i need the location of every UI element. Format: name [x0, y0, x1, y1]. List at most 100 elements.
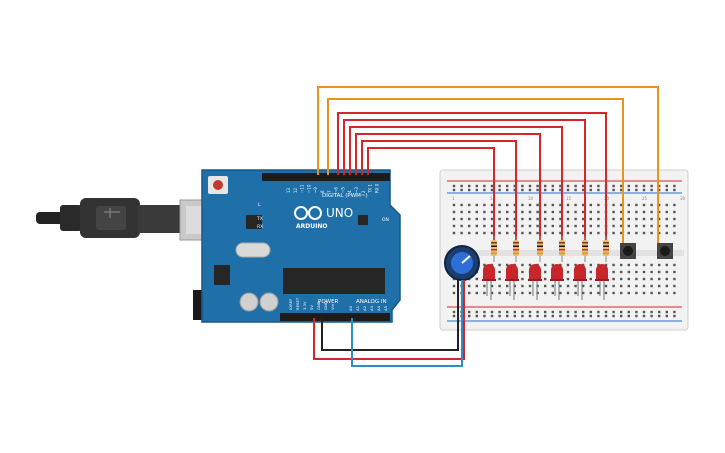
breadboard-hole[interactable]: [506, 284, 509, 288]
breadboard-hole[interactable]: [544, 270, 547, 274]
breadboard-hole[interactable]: [468, 188, 471, 192]
breadboard-hole[interactable]: [589, 188, 592, 192]
breadboard-hole[interactable]: [498, 310, 501, 314]
breadboard-hole[interactable]: [521, 284, 524, 288]
breadboard-hole[interactable]: [490, 210, 494, 214]
breadboard-hole[interactable]: [490, 310, 494, 314]
breadboard-hole[interactable]: [506, 263, 509, 267]
breadboard-hole[interactable]: [506, 188, 509, 192]
breadboard-hole[interactable]: [650, 188, 653, 192]
breadboard-hole[interactable]: [559, 224, 562, 228]
led-red[interactable]: [550, 264, 564, 300]
breadboard-hole[interactable]: [475, 184, 478, 188]
breadboard-hole[interactable]: [475, 284, 478, 288]
breadboard-hole[interactable]: [483, 310, 486, 314]
breadboard-hole[interactable]: [528, 284, 532, 288]
breadboard-hole[interactable]: [574, 217, 577, 221]
breadboard-hole[interactable]: [498, 203, 501, 207]
breadboard-hole[interactable]: [665, 263, 668, 267]
breadboard-hole[interactable]: [460, 203, 463, 207]
breadboard-hole[interactable]: [642, 263, 646, 267]
breadboard-hole[interactable]: [544, 203, 547, 207]
breadboard-hole[interactable]: [506, 184, 509, 188]
breadboard-hole[interactable]: [604, 284, 608, 288]
breadboard-hole[interactable]: [665, 210, 668, 214]
breadboard-hole[interactable]: [551, 284, 554, 288]
breadboard-hole[interactable]: [620, 284, 623, 288]
breadboard-hole[interactable]: [589, 270, 592, 274]
breadboard-hole[interactable]: [536, 310, 539, 314]
breadboard-hole[interactable]: [452, 224, 456, 228]
breadboard-hole[interactable]: [665, 277, 668, 281]
breadboard-hole[interactable]: [468, 310, 471, 314]
breadboard-hole[interactable]: [589, 184, 592, 188]
usb-cable[interactable]: [36, 198, 229, 241]
breadboard-hole[interactable]: [673, 184, 676, 188]
breadboard-hole[interactable]: [665, 224, 668, 228]
breadboard-hole[interactable]: [620, 270, 623, 274]
push-button[interactable]: [657, 243, 673, 259]
breadboard-hole[interactable]: [483, 184, 486, 188]
breadboard-hole[interactable]: [673, 270, 676, 274]
breadboard-hole[interactable]: [574, 231, 577, 235]
breadboard-hole[interactable]: [620, 224, 623, 228]
breadboard-hole[interactable]: [521, 270, 524, 274]
breadboard-hole[interactable]: [658, 314, 661, 318]
breadboard-hole[interactable]: [612, 277, 615, 281]
breadboard-hole[interactable]: [544, 184, 547, 188]
breadboard-hole[interactable]: [460, 184, 463, 188]
breadboard-hole[interactable]: [559, 210, 562, 214]
resistor[interactable]: [491, 236, 497, 262]
breadboard-hole[interactable]: [650, 217, 653, 221]
breadboard-hole[interactable]: [544, 277, 547, 281]
breadboard-hole[interactable]: [498, 284, 501, 288]
breadboard-hole[interactable]: [650, 291, 653, 295]
breadboard-hole[interactable]: [582, 224, 585, 228]
breadboard-hole[interactable]: [521, 203, 524, 207]
breadboard-hole[interactable]: [582, 210, 585, 214]
breadboard-hole[interactable]: [528, 184, 532, 188]
breadboard-hole[interactable]: [642, 284, 646, 288]
breadboard-hole[interactable]: [665, 188, 668, 192]
breadboard-hole[interactable]: [597, 217, 600, 221]
breadboard-hole[interactable]: [468, 210, 471, 214]
breadboard-hole[interactable]: [642, 210, 646, 214]
breadboard-hole[interactable]: [513, 291, 516, 295]
breadboard-hole[interactable]: [521, 314, 524, 318]
breadboard-hole[interactable]: [544, 314, 547, 318]
breadboard-hole[interactable]: [468, 184, 471, 188]
breadboard-hole[interactable]: [612, 203, 615, 207]
breadboard-hole[interactable]: [658, 210, 661, 214]
breadboard-hole[interactable]: [642, 270, 646, 274]
breadboard-hole[interactable]: [521, 224, 524, 228]
breadboard-hole[interactable]: [551, 188, 554, 192]
breadboard-hole[interactable]: [612, 184, 615, 188]
breadboard-hole[interactable]: [620, 310, 623, 314]
breadboard-hole[interactable]: [635, 231, 638, 235]
breadboard-hole[interactable]: [574, 210, 577, 214]
breadboard-hole[interactable]: [513, 231, 516, 235]
breadboard-hole[interactable]: [566, 210, 570, 214]
breadboard-hole[interactable]: [612, 291, 615, 295]
breadboard-hole[interactable]: [490, 224, 494, 228]
breadboard-hole[interactable]: [559, 310, 562, 314]
breadboard-hole[interactable]: [582, 217, 585, 221]
breadboard-hole[interactable]: [506, 210, 509, 214]
breadboard-hole[interactable]: [574, 184, 577, 188]
breadboard-hole[interactable]: [521, 210, 524, 214]
breadboard-hole[interactable]: [559, 184, 562, 188]
breadboard-hole[interactable]: [559, 284, 562, 288]
breadboard-hole[interactable]: [566, 270, 570, 274]
breadboard-hole[interactable]: [566, 291, 570, 295]
breadboard-hole[interactable]: [627, 217, 630, 221]
breadboard-hole[interactable]: [551, 210, 554, 214]
breadboard-hole[interactable]: [574, 203, 577, 207]
breadboard-hole[interactable]: [597, 314, 600, 318]
breadboard-hole[interactable]: [536, 224, 539, 228]
breadboard-hole[interactable]: [559, 217, 562, 221]
breadboard-hole[interactable]: [528, 210, 532, 214]
breadboard-hole[interactable]: [452, 210, 456, 214]
breadboard-hole[interactable]: [544, 310, 547, 314]
breadboard-hole[interactable]: [506, 310, 509, 314]
breadboard-hole[interactable]: [460, 231, 463, 235]
